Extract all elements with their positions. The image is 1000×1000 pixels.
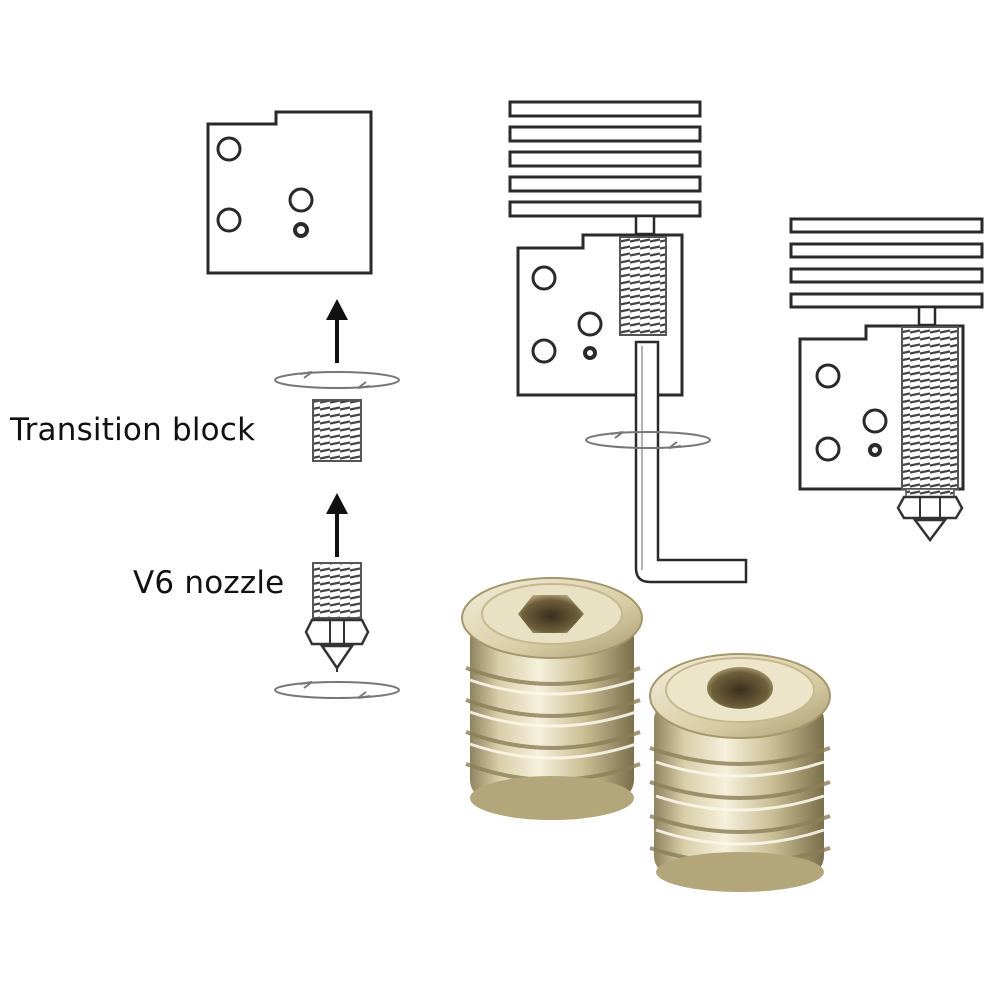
rotation-arrow-icon	[585, 431, 711, 449]
heatsink-fins-right	[789, 217, 984, 309]
v6-nozzle-part	[304, 562, 370, 672]
transition-block-part	[312, 399, 362, 462]
hex-key-tool	[634, 340, 748, 584]
heatbreak-stub	[634, 214, 656, 236]
rotation-arrow-icon	[274, 371, 400, 389]
rotation-arrow-icon	[274, 681, 400, 699]
brass-transition-block-round-hole	[649, 653, 831, 892]
heatsink-fins-middle	[508, 100, 702, 218]
arrow-up-icon	[326, 493, 348, 557]
heatbreak-stub	[917, 305, 937, 327]
arrow-up-icon	[326, 299, 348, 363]
hotend-assembled	[798, 324, 965, 543]
transition-block-label: Transition block	[10, 412, 256, 448]
v6-nozzle-label: V6 nozzle	[133, 565, 285, 601]
brass-transition-block-hex-socket	[461, 577, 643, 820]
heater-block-exploded	[206, 110, 373, 275]
